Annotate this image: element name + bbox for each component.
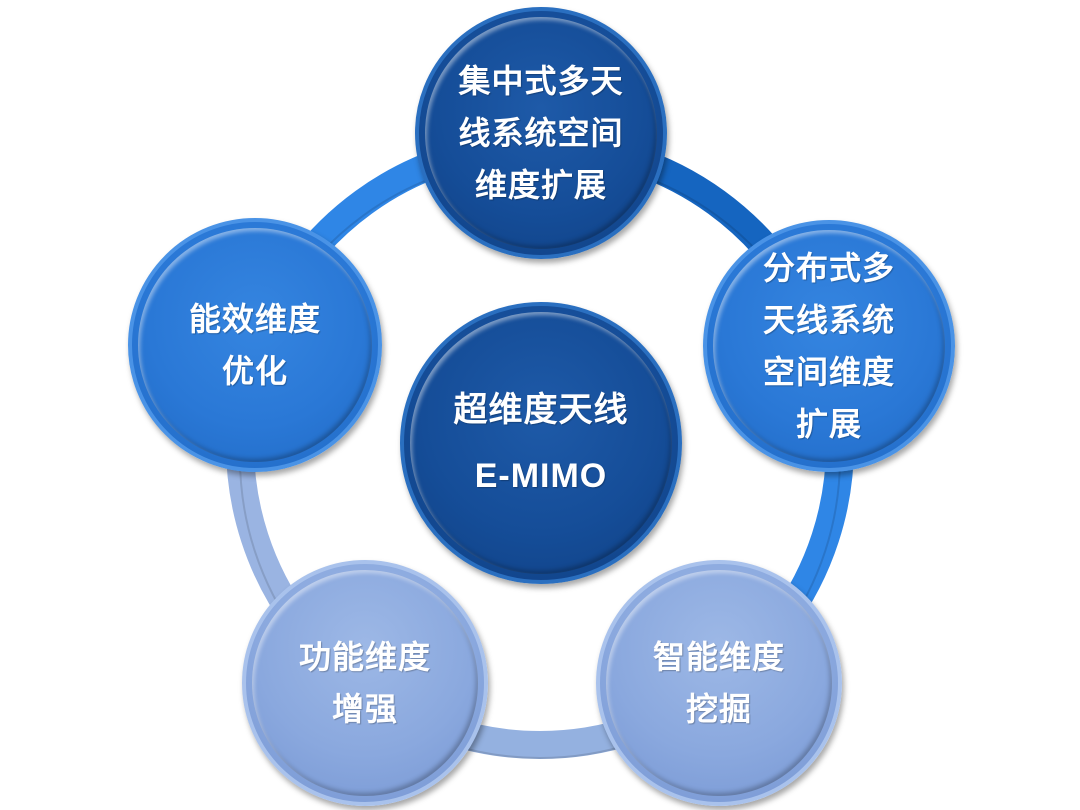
node-label-line: 集中式多天 <box>458 62 624 100</box>
node-label-line: 维度扩展 <box>474 166 607 204</box>
node-label-line: 功能维度 <box>298 638 431 676</box>
node-label-line: 优化 <box>221 352 288 390</box>
center-node-emimo: 超维度天线 E-MIMO <box>400 302 682 584</box>
node-label-line: 线系统空间 <box>458 114 624 152</box>
center-title: 超维度天线 <box>453 390 629 430</box>
node-label-line: 挖掘 <box>685 690 752 728</box>
node-distributed-mimo: 分布式多 天线系统 空间维度 扩展 <box>703 220 955 472</box>
node-label-line: 分布式多 <box>762 249 895 287</box>
node-label-line: 扩展 <box>795 405 862 443</box>
center-subtitle: E-MIMO <box>474 457 608 495</box>
node-label-line: 天线系统 <box>762 301 895 339</box>
node-label-line: 增强 <box>331 690 398 728</box>
node-centralized-mimo: 集中式多天 线系统空间 维度扩展 <box>415 7 667 259</box>
node-label-line: 智能维度 <box>652 638 785 676</box>
node-function-dimension: 功能维度 增强 <box>242 560 488 806</box>
node-energy-efficiency: 能效维度 优化 <box>128 218 382 472</box>
node-intelligence-dimension: 智能维度 挖掘 <box>596 560 842 806</box>
node-label-line: 能效维度 <box>188 300 321 338</box>
node-label-line: 空间维度 <box>762 353 895 391</box>
